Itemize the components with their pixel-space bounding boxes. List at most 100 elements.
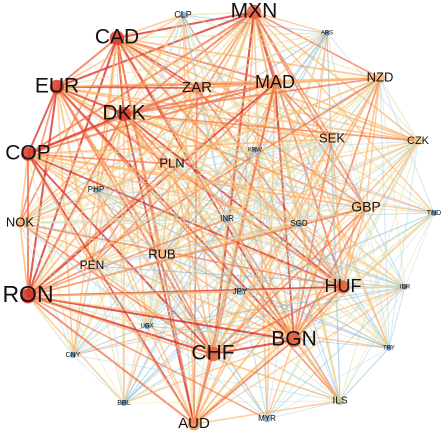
edge-tnd-idr xyxy=(404,212,435,288)
edge-cad-clp xyxy=(116,14,184,39)
edge-rub-myr xyxy=(161,254,268,420)
edge-pln-tnd xyxy=(171,163,435,214)
edge-sek-ils xyxy=(331,138,341,402)
node-dot-rub xyxy=(157,250,167,260)
edge-pln-sgd xyxy=(171,163,300,225)
edge-cop-huf xyxy=(27,153,344,288)
edge-php-rub xyxy=(95,189,163,256)
edge-krw-gbp xyxy=(254,149,367,209)
node-dot-czk xyxy=(413,136,423,146)
node-cad: CAD xyxy=(95,26,139,49)
node-dot-krw xyxy=(252,147,258,153)
node-dot-mad xyxy=(268,76,282,90)
edge-eur-cop xyxy=(27,86,58,155)
edge-cad-cny xyxy=(72,37,118,356)
node-clp: CLP xyxy=(174,9,192,19)
edge-rub-try xyxy=(161,254,390,349)
edge-cop-nok xyxy=(19,153,29,224)
node-label-mad: MAD xyxy=(255,72,295,92)
edge-ugx-bgn xyxy=(146,325,295,341)
edge-pln-nok xyxy=(19,163,173,224)
node-nzd: NZD xyxy=(367,69,394,84)
edge-pln-huf xyxy=(171,163,344,288)
edge-php-myr xyxy=(95,189,268,420)
edge-nzd-try xyxy=(379,77,390,349)
node-dot-mxn xyxy=(246,4,262,20)
edge-zar-php xyxy=(95,87,198,191)
node-cny: CNY xyxy=(66,352,81,359)
edge-pln-ron xyxy=(27,163,173,297)
node-label-brl: BRL xyxy=(117,400,131,407)
node-label-dkk: DKK xyxy=(102,102,145,125)
edge-php-ron xyxy=(27,189,97,297)
edge-tnd-inr xyxy=(226,212,435,220)
node-dot-dkk xyxy=(116,106,132,122)
node-label-ron: RON xyxy=(2,281,53,307)
node-label-cop: COP xyxy=(5,142,51,165)
edge-bgn-myr xyxy=(266,339,295,420)
edge-idr-ils xyxy=(339,286,406,402)
edge-krw-tnd xyxy=(254,149,435,214)
node-eur: EUR xyxy=(35,75,79,98)
edge-php-try xyxy=(95,189,390,349)
node-huf: HUF xyxy=(325,276,362,296)
edge-idr-bgn xyxy=(293,286,406,341)
edge-inr-idr xyxy=(226,218,406,288)
edge-clp-try xyxy=(182,14,390,349)
edge-pen-idr xyxy=(91,265,406,288)
node-dot-aud xyxy=(187,417,201,431)
edge-mxn-nzd xyxy=(253,11,381,79)
edge-php-sgd xyxy=(95,189,300,225)
edge-mxn-ils xyxy=(253,11,341,402)
edge-pen-try xyxy=(91,265,390,349)
node-label-cad: CAD xyxy=(95,26,139,49)
edge-clp-sgd xyxy=(182,14,300,225)
node-dkk: DKK xyxy=(102,102,145,125)
node-ars: ARS xyxy=(321,30,333,37)
edge-ron-cny xyxy=(27,295,74,356)
edge-sgd-myr xyxy=(266,223,300,420)
edge-idr-cny xyxy=(72,286,406,356)
node-label-pen: PEN xyxy=(80,258,105,272)
edge-rub-pen xyxy=(91,254,163,267)
edge-nok-sgd xyxy=(19,222,300,225)
edge-nok-brl xyxy=(19,222,125,404)
edge-pen-ron xyxy=(27,265,93,297)
edge-huf-bgn xyxy=(293,286,344,341)
edge-czk-myr xyxy=(266,140,419,420)
edge-rub-brl xyxy=(123,254,163,404)
node-dot-cop xyxy=(21,147,35,161)
edge-clp-ars xyxy=(182,14,328,34)
edge-inr-ils xyxy=(226,218,341,402)
edge-mad-aud xyxy=(193,82,276,425)
node-label-eur: EUR xyxy=(35,75,79,98)
edge-mad-dkk xyxy=(123,82,276,115)
edge-cad-mad xyxy=(116,37,276,84)
edge-jpy-ugx xyxy=(146,291,241,327)
edge-brl-ils xyxy=(123,400,341,404)
node-sgd: SGD xyxy=(290,219,308,228)
edge-nok-inr xyxy=(19,218,228,224)
edge-mad-nok xyxy=(19,82,276,224)
edge-nok-idr xyxy=(19,222,406,288)
node-label-jpy: JPY xyxy=(233,287,248,296)
edge-sgd-huf xyxy=(298,223,344,288)
edge-ugx-cny xyxy=(72,325,148,356)
node-nok: NOK xyxy=(6,214,35,229)
edge-eur-ron xyxy=(26,86,59,297)
edge-sek-inr xyxy=(226,138,333,220)
edge-mxn-zar xyxy=(196,11,255,89)
node-dot-inr xyxy=(223,215,231,223)
node-label-huf: HUF xyxy=(325,276,362,296)
edge-inr-ron xyxy=(27,218,228,297)
node-zar: ZAR xyxy=(182,79,212,96)
edge-try-myr xyxy=(266,347,390,420)
edge-dkk-pln xyxy=(123,113,173,165)
edge-mxn-ars xyxy=(253,11,328,34)
edge-mxn-clp xyxy=(182,11,255,16)
edge-jpy-bgn xyxy=(239,291,295,341)
edge-krw-brl xyxy=(123,149,256,404)
node-dot-nok xyxy=(15,218,25,228)
edge-bgn-chf xyxy=(212,339,295,355)
node-label-sgd: SGD xyxy=(290,219,308,228)
